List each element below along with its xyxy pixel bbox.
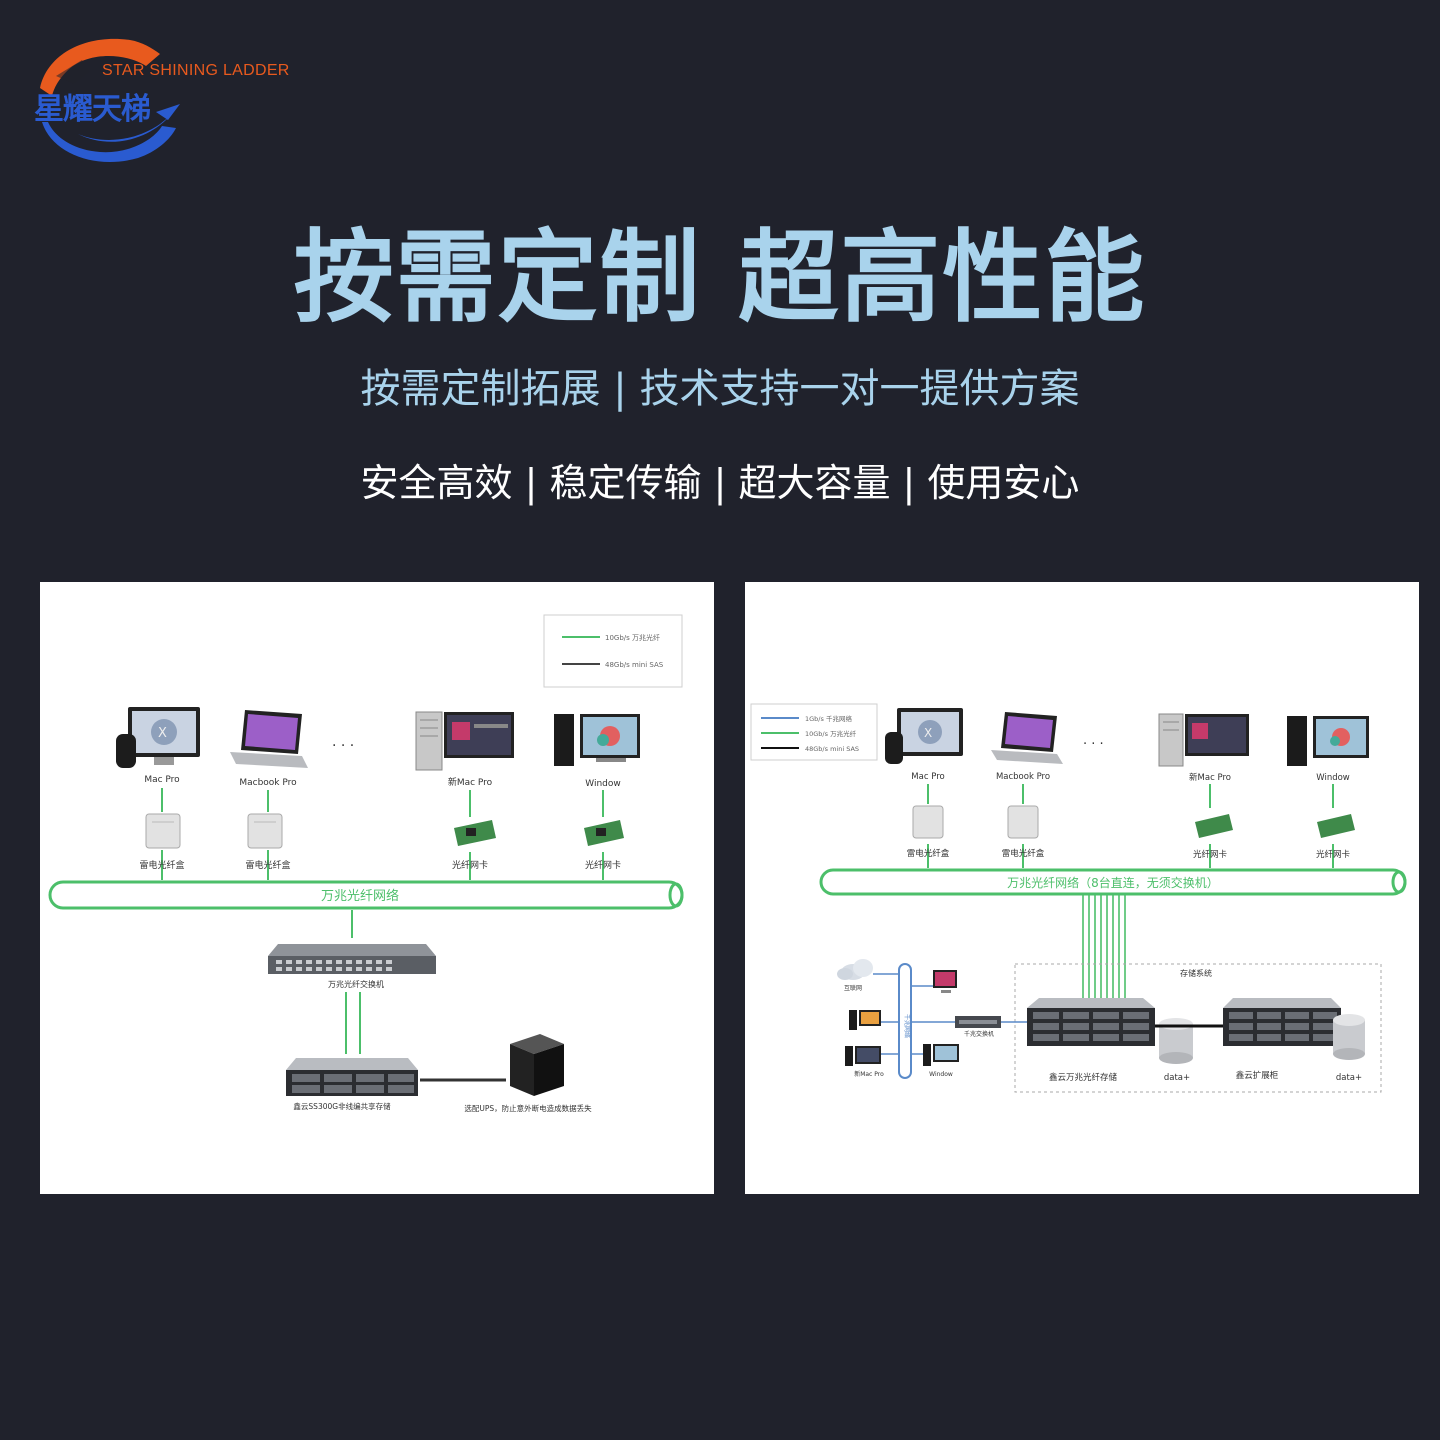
label-window: Window [585, 779, 621, 789]
legend-gigabit: 1Gb/s 千兆网络 [805, 714, 852, 723]
fiber-switch-icon [268, 944, 436, 974]
small-client-icon [845, 1046, 881, 1066]
legend-sas: 48Gb/s mini SAS [805, 745, 859, 753]
label-mac-pro: Mac Pro [911, 772, 944, 782]
client-macbook-pro [991, 712, 1063, 764]
fiber-network-pipe: 万兆光纤网络（8台直连，无须交换机） [819, 868, 1407, 896]
brand-logo: STAR SHINING LADDER 星耀天梯 [30, 30, 289, 170]
label-macbook-pro: Macbook Pro [996, 772, 1050, 782]
fiber-nic-icon [454, 820, 496, 846]
label-adapter-3: 光纤网卡 [452, 859, 488, 871]
ellipsis-left: · · · [332, 738, 354, 754]
database-icon [1333, 1014, 1365, 1060]
internet-label: 互联网 [844, 984, 862, 992]
label-new-mac-pro: 新Mac Pro [448, 776, 493, 788]
label-adapter-1: 雷电光纤盒 [139, 859, 184, 871]
legend: 1Gb/s 千兆网络 10Gb/s 万兆光纤 48Gb/s mini SAS [750, 703, 878, 761]
right-topology-diagram: 1Gb/s 千兆网络 10Gb/s 万兆光纤 48Gb/s mini SAS X… [745, 582, 1419, 1194]
label-adapter-1: 雷电光纤盒 [907, 848, 950, 859]
legend-fiber: 10Gb/s 万兆光纤 [805, 729, 857, 738]
small-client-label-1: 新Mac Pro [854, 1070, 884, 1078]
svg-text:X: X [158, 726, 167, 741]
label-adapter-4: 光纤网卡 [585, 859, 621, 871]
storage-label: 鑫云SS300G非线编共享存储 [293, 1101, 391, 1111]
switch-label: 万兆光纤交换机 [328, 979, 384, 989]
headline: 按需定制 超高性能 [293, 219, 1147, 336]
svg-text:X: X [924, 726, 932, 740]
feature-list: 安全高效 | 稳定传输 | 超大容量 | 使用安心 [360, 461, 1080, 505]
client-new-mac-pro [1158, 713, 1249, 767]
label-adapter-4: 光纤网卡 [1316, 849, 1351, 860]
legend: 10Gb/s 万兆光纤 48Gb/s mini SAS [543, 614, 683, 688]
gigabit-switch-label: 千兆交换机 [964, 1030, 994, 1038]
storage-label: 鑫云万兆光纤存储 [1049, 1072, 1118, 1083]
ups-icon [510, 1034, 564, 1096]
legend-sas: 48Gb/s mini SAS [605, 661, 664, 669]
subheadline: 按需定制拓展 | 技术支持一对一提供方案 [360, 366, 1080, 412]
data-label-1: data+ [1164, 1073, 1190, 1083]
expansion-enclosure-icon [1223, 998, 1341, 1046]
client-window [554, 714, 640, 766]
storage-server-icon [1027, 998, 1155, 1046]
gigabit-switch-icon [955, 1016, 1001, 1028]
logo-chinese-text: 星耀天梯 [34, 92, 151, 127]
small-client-label-2: Window [929, 1071, 953, 1078]
data-label-2: data+ [1336, 1073, 1362, 1083]
storage-system-label: 存储系统 [1180, 968, 1212, 978]
storage-system-box [1014, 963, 1382, 1093]
database-icon [1159, 1018, 1193, 1064]
logo-english-text: STAR SHINING LADDER [102, 62, 290, 79]
client-new-mac-pro [415, 711, 514, 771]
fiber-nic-icon [584, 820, 624, 846]
left-topology-diagram: 10Gb/s 万兆光纤 48Gb/s mini SAS X · · · [40, 582, 714, 1194]
label-new-mac-pro: 新Mac Pro [1189, 772, 1231, 783]
thunderbolt-box-icon [912, 805, 944, 839]
ellipsis-right: · · · [1083, 737, 1104, 752]
gigabit-network-pipe [898, 963, 912, 1079]
fiber-network-pipe: 万兆光纤网络 [48, 880, 684, 910]
thunderbolt-box-icon [145, 813, 181, 849]
thunderbolt-box-icon [247, 813, 283, 849]
label-adapter-3: 光纤网卡 [1193, 849, 1228, 860]
fiber-nic-icon [1317, 814, 1355, 838]
ups-label: 选配UPS，防止意外断电造成数据丢失 [464, 1103, 592, 1113]
storage-server-icon [286, 1058, 418, 1096]
gigabit-network-label: 千兆网络 [903, 1014, 911, 1038]
thunderbolt-box-icon [1007, 805, 1039, 839]
client-mac-pro: X [885, 708, 963, 764]
legend-fiber: 10Gb/s 万兆光纤 [605, 633, 660, 642]
client-macbook-pro [230, 710, 308, 768]
client-window [1287, 716, 1369, 766]
label-mac-pro: Mac Pro [144, 775, 180, 785]
network-label: 万兆光纤网络（8台直连，无须交换机） [1007, 875, 1219, 890]
network-label: 万兆光纤网络 [321, 888, 399, 904]
small-client-icon [849, 1010, 881, 1030]
fiber-nic-icon [1195, 814, 1233, 838]
monitor-icon [933, 970, 957, 993]
client-mac-pro: X [116, 707, 200, 768]
label-macbook-pro: Macbook Pro [239, 778, 297, 788]
label-adapter-2: 雷电光纤盒 [245, 859, 290, 871]
globe-logo-icon [40, 38, 180, 162]
small-client-icon [923, 1044, 959, 1066]
cloud-icon [837, 959, 873, 980]
label-window: Window [1316, 773, 1350, 783]
label-adapter-2: 雷电光纤盒 [1002, 848, 1045, 859]
expansion-label: 鑫云扩展柜 [1236, 1070, 1279, 1081]
